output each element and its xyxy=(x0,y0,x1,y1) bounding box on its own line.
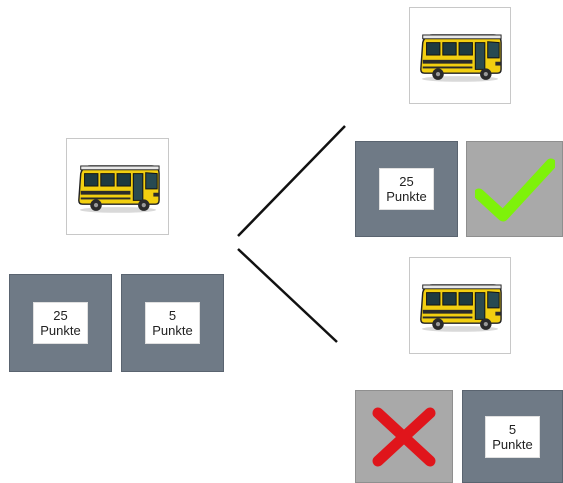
result-tile-wrong xyxy=(355,390,453,483)
points-unit: Punkte xyxy=(152,323,193,338)
branch-line-lower xyxy=(237,248,338,343)
bus-icon xyxy=(417,278,503,334)
points-tile-25-upper[interactable]: 25 Punkte xyxy=(355,141,458,237)
bus-card-left xyxy=(66,138,169,235)
bus-icon xyxy=(417,28,503,84)
points-value: 5 xyxy=(168,308,177,323)
checkmark-icon xyxy=(474,158,555,222)
points-tile-5-lower[interactable]: 5 Punkte xyxy=(462,390,563,483)
points-tile-5-left[interactable]: 5 Punkte xyxy=(121,274,224,372)
bus-card-upper xyxy=(409,7,511,104)
points-value: 25 xyxy=(53,308,68,323)
points-unit: Punkte xyxy=(40,323,81,338)
bus-card-lower xyxy=(409,257,511,354)
points-unit: Punkte xyxy=(492,436,533,452)
points-value: 25 xyxy=(399,174,414,189)
points-label: 5 Punkte xyxy=(485,415,540,458)
result-tile-correct xyxy=(466,141,563,237)
points-label: 25 Punkte xyxy=(33,302,88,344)
points-unit: Punkte xyxy=(386,189,427,204)
cross-icon xyxy=(372,407,436,466)
points-tile-25-left[interactable]: 25 Punkte xyxy=(9,274,112,372)
points-value: 5 xyxy=(508,421,517,437)
points-label: 5 Punkte xyxy=(145,302,200,344)
branch-line-upper xyxy=(237,125,346,237)
bus-icon xyxy=(75,159,161,215)
points-label: 25 Punkte xyxy=(379,168,434,210)
